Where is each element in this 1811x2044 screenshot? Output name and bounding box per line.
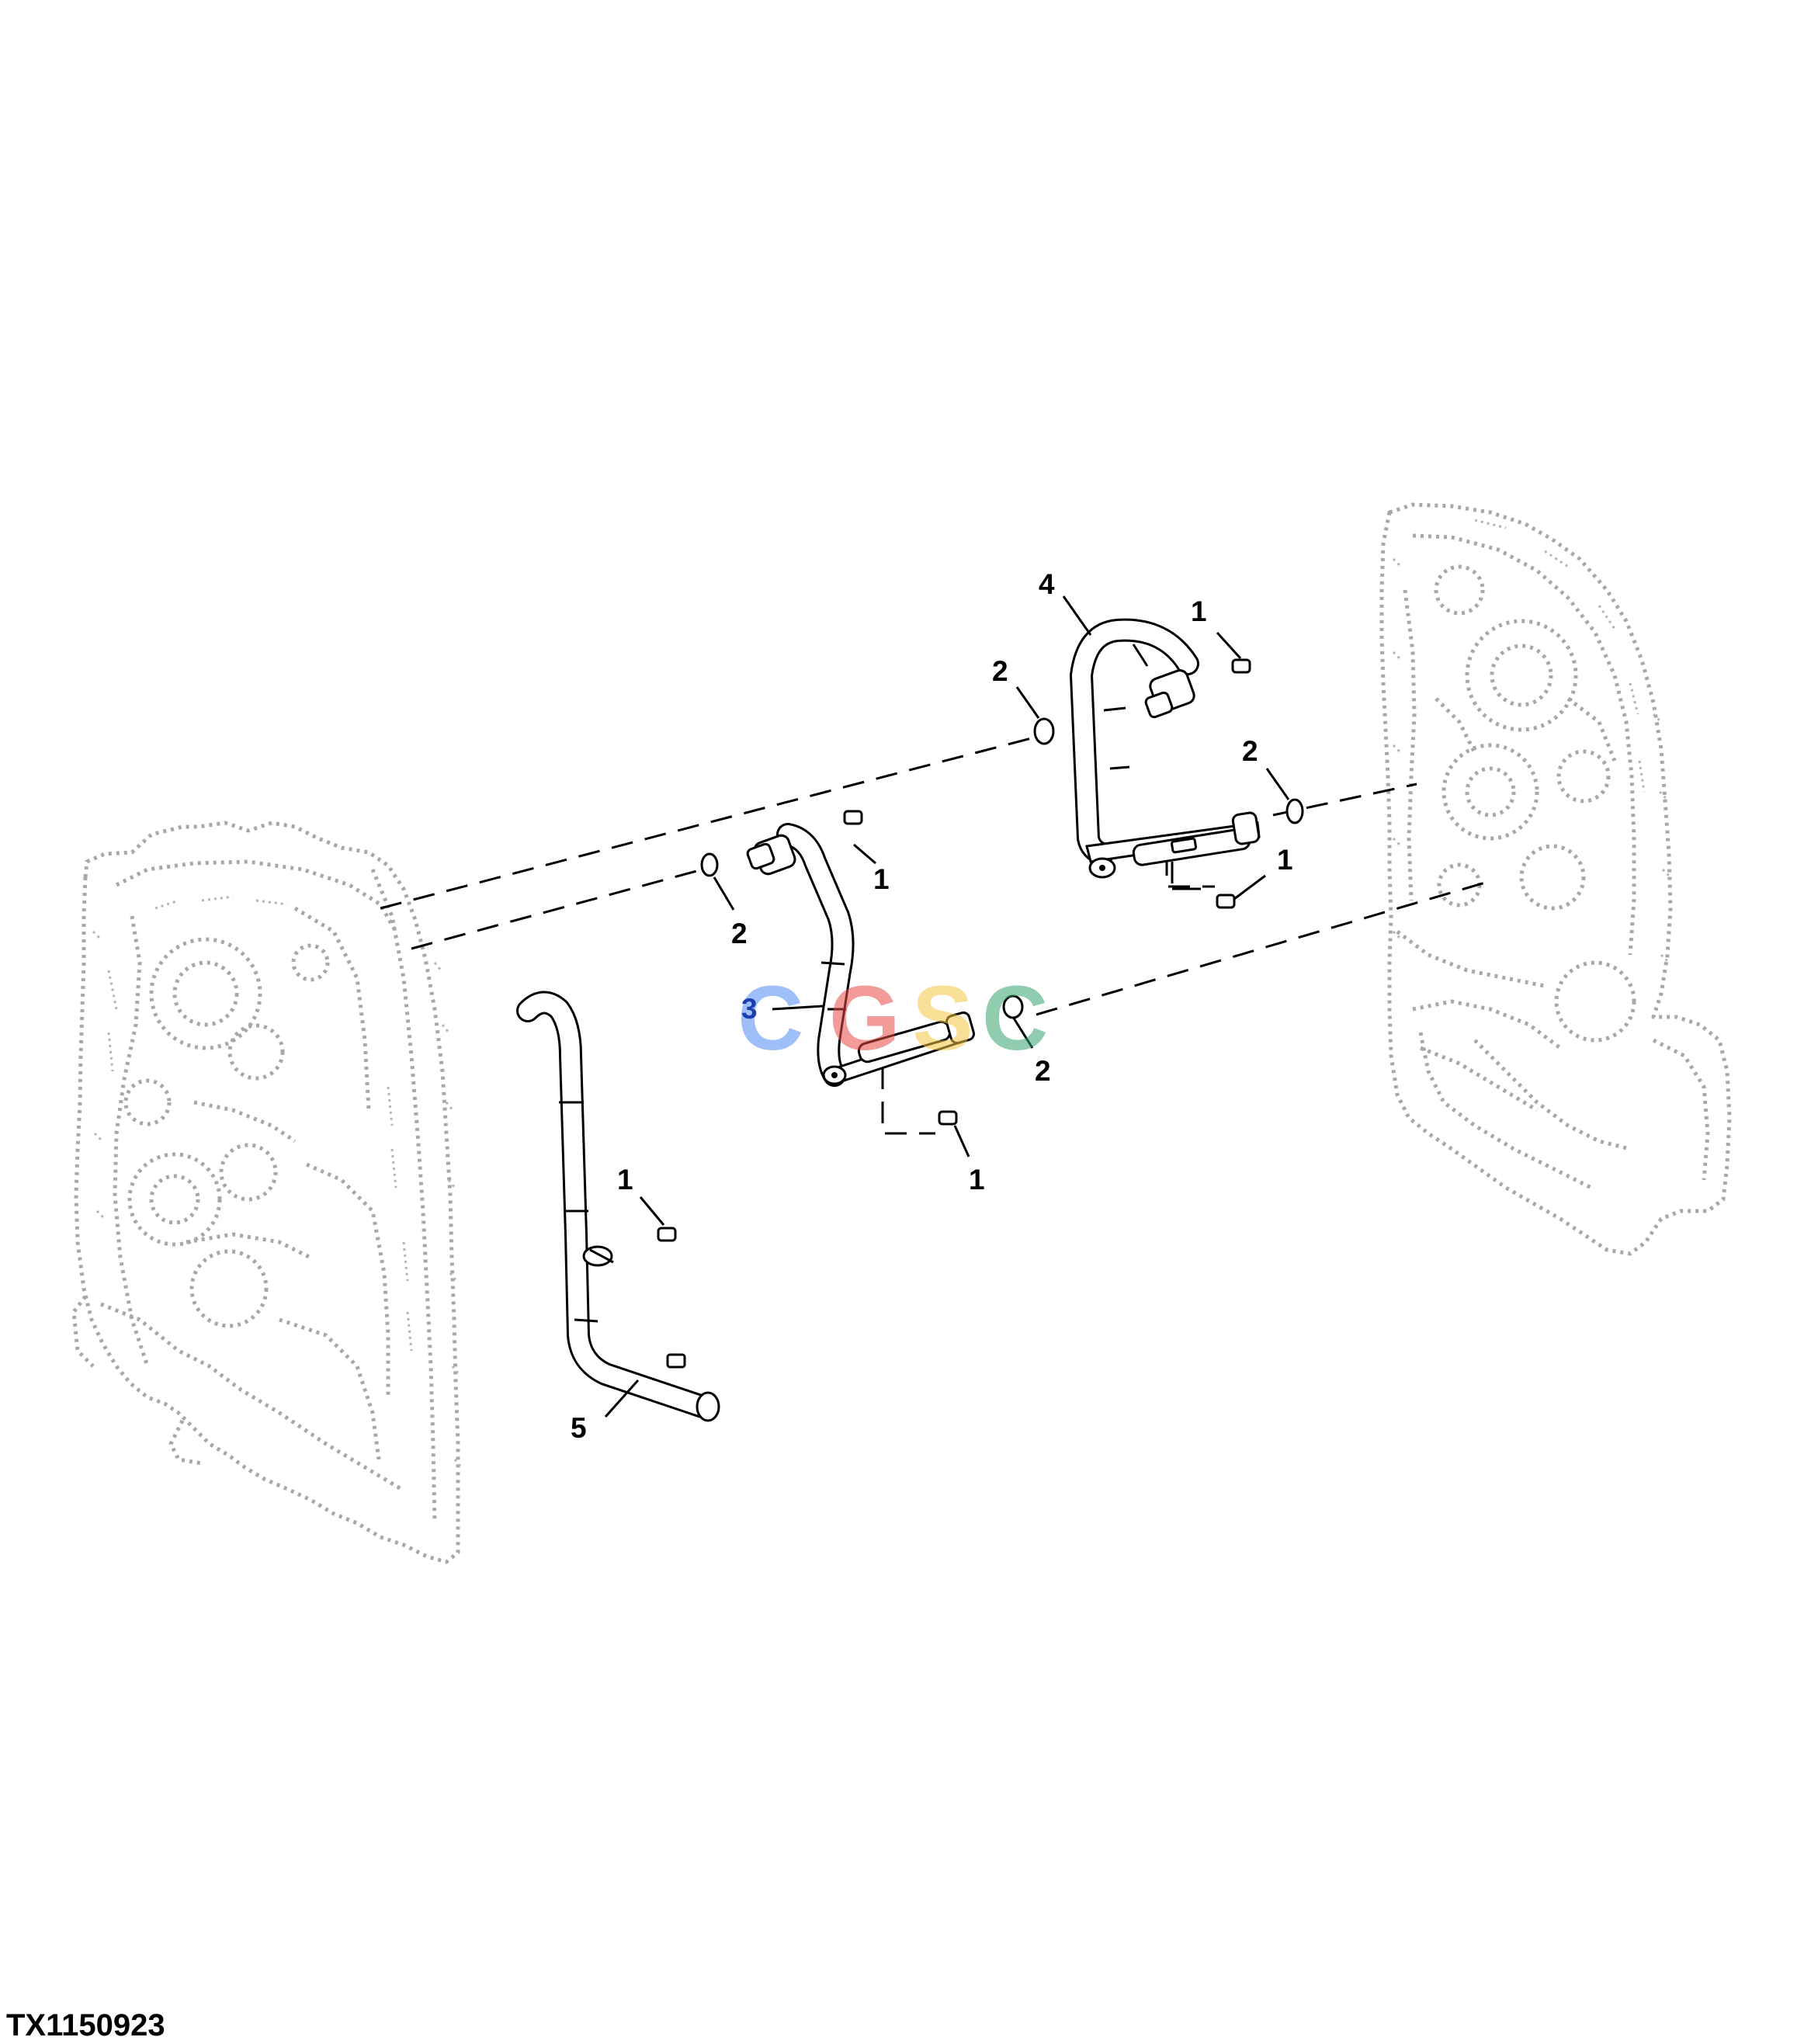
left-housing-phantom [71,821,463,1564]
tube-assembly-4 [1070,618,1261,879]
lower-tube-clamp [582,1245,613,1267]
seal-ring [1285,798,1304,824]
callout-5: 5 [571,1412,587,1444]
callout-3: 3 [741,993,758,1025]
callout-2-lower: 2 [1035,1055,1051,1087]
callout-1-mid-left: 1 [873,863,890,895]
tube-assembly-5 [516,991,720,1422]
watermark: C G S C [737,967,1048,1070]
callout-2-mid-left: 2 [731,918,748,949]
right-housing-phantom [1379,502,1732,1256]
hardware [657,658,1304,1242]
leader-lines [604,595,1290,1418]
watermark-letter-1: C [737,967,803,1070]
callout-1-left: 1 [617,1164,633,1196]
callout-1-lower: 1 [969,1164,985,1196]
tube-assembly-3 [746,823,975,1087]
callout-2-upper-right: 2 [1242,735,1258,767]
cap-screw [657,1227,677,1242]
callout-1-top: 1 [1191,595,1207,627]
cap-screw [1231,658,1251,674]
callout-1-mid-right: 1 [1277,844,1293,876]
alignment-dashes [380,734,1491,1135]
cap-screw [1216,894,1236,909]
watermark-letter-4: C [982,967,1048,1070]
callout-2-upper-left: 2 [992,655,1008,687]
cap-screw [843,810,863,825]
figure-id: TX1150923 [6,2008,165,2042]
seal-ring [700,852,719,877]
callout-4: 4 [1039,568,1055,600]
cap-screw [938,1110,958,1126]
watermark-letter-3: S [912,967,973,1070]
watermark-letter-2: G [829,967,900,1070]
seal-ring [1033,717,1055,745]
callouts: 4 1 2 2 1 1 2 3 2 1 1 5 [571,568,1293,1444]
